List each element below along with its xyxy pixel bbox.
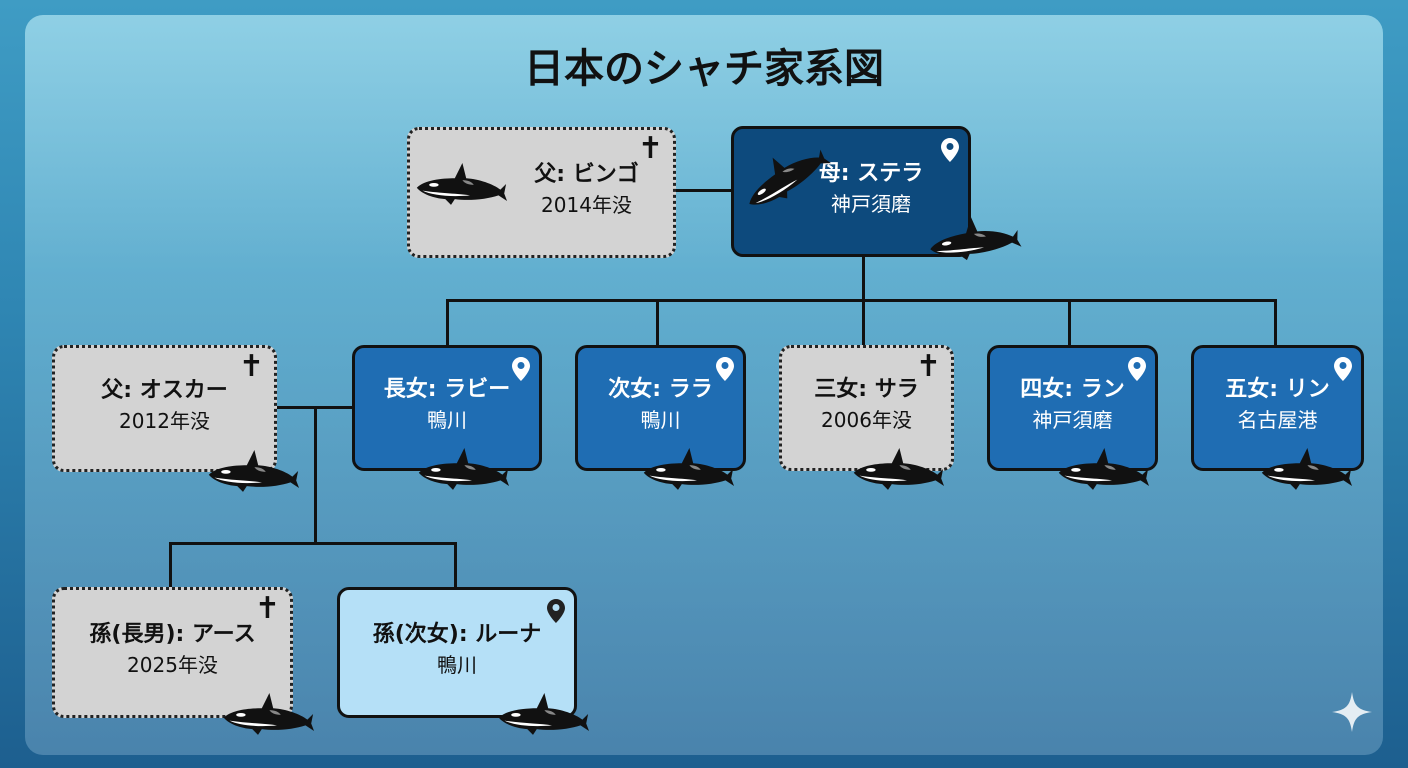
cross-icon: ✝	[238, 349, 264, 384]
node-name: 五女: リン	[1225, 377, 1330, 402]
location-pin-icon	[1333, 356, 1353, 382]
location-pin-icon	[940, 137, 960, 163]
node-name: 次女: ララ	[608, 377, 713, 402]
connector	[1068, 299, 1071, 346]
connector	[676, 189, 731, 192]
node-luna[interactable]: 孫(次女): ルーナ 鴨川	[337, 587, 577, 718]
orca-icon	[640, 443, 735, 493]
page-title: 日本のシャチ家系図	[524, 46, 884, 92]
node-rabi[interactable]: 長女: ラビー 鴨川	[352, 345, 542, 471]
node-earth[interactable]: ✝ 孫(長男): アース 2025年没	[52, 587, 293, 718]
connector	[314, 406, 317, 544]
node-name: 四女: ラン	[1020, 377, 1125, 402]
node-sara[interactable]: ✝ 三女: サラ 2006年没	[779, 345, 954, 471]
orca-icon	[205, 445, 300, 495]
node-detail: 2006年没	[821, 408, 912, 432]
node-detail: 2012年没	[119, 408, 210, 433]
location-pin-icon	[715, 356, 735, 382]
orca-icon	[495, 688, 590, 738]
connector	[169, 542, 172, 588]
connector	[656, 299, 659, 346]
cross-icon: ✝	[254, 591, 280, 626]
orca-icon	[1258, 443, 1353, 493]
node-detail: 2025年没	[127, 652, 218, 677]
orca-icon	[1055, 443, 1150, 493]
node-ran[interactable]: 四女: ラン 神戸須磨	[987, 345, 1158, 471]
connector	[454, 542, 457, 588]
connector	[446, 299, 1277, 302]
node-oscar[interactable]: ✝ 父: オスカー 2012年没	[52, 345, 277, 472]
orca-icon	[413, 158, 508, 208]
node-detail: 神戸須磨	[1032, 408, 1113, 432]
connector	[862, 257, 865, 301]
orca-icon	[850, 443, 945, 493]
node-name: 孫(長男): アース	[89, 621, 256, 647]
connector	[169, 542, 457, 545]
node-detail: 2014年没	[541, 192, 632, 217]
node-name: 母: ステラ	[818, 160, 924, 186]
cross-icon: ✝	[915, 349, 941, 384]
node-detail: 鴨川	[427, 408, 467, 432]
node-name: 父: ビンゴ	[534, 161, 639, 187]
node-detail: 鴨川	[640, 408, 681, 432]
node-detail: 名古屋港	[1237, 408, 1318, 432]
location-pin-icon	[546, 598, 566, 624]
node-detail: 鴨川	[437, 652, 477, 677]
node-detail: 神戸須磨	[831, 191, 911, 216]
location-pin-icon	[1127, 356, 1147, 382]
node-name: 父: オスカー	[101, 377, 228, 403]
orca-icon	[220, 688, 315, 738]
cross-icon: ✝	[637, 131, 663, 166]
node-name: 三女: サラ	[814, 377, 919, 402]
connector	[1274, 299, 1277, 346]
node-lara[interactable]: 次女: ララ 鴨川	[575, 345, 746, 471]
orca-icon	[415, 443, 510, 493]
location-pin-icon	[511, 356, 531, 382]
node-name: 孫(次女): ルーナ	[372, 621, 542, 647]
node-name: 長女: ラビー	[383, 377, 511, 402]
connector	[446, 299, 449, 346]
sparkle-icon	[1332, 692, 1372, 732]
connector	[862, 299, 865, 346]
